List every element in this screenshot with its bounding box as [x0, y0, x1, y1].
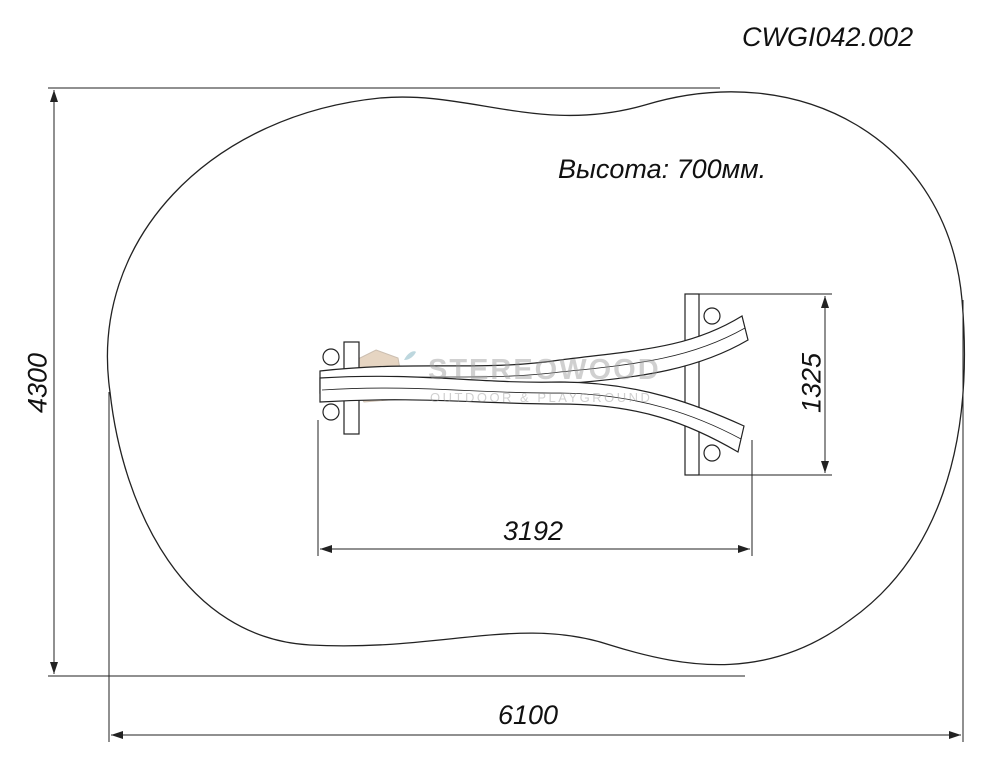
right-top-post-icon — [703, 307, 721, 325]
height-note: Высота: 700мм. — [558, 154, 767, 184]
watermark-brand: STEREOWOOD — [428, 354, 661, 386]
right-bottom-post-icon — [703, 444, 721, 462]
overall-depth-label: 4300 — [22, 352, 53, 414]
extension-lines — [48, 87, 964, 742]
left-bottom-post-icon — [322, 403, 340, 421]
overall-width-label: 6100 — [498, 700, 559, 730]
drawing-code: CWGI042.002 — [742, 22, 914, 52]
balance-beam-item — [319, 293, 749, 476]
item-width-label: 1325 — [796, 352, 827, 414]
watermark-tagline: OUTDOOR & PLAYGROUND — [430, 390, 653, 405]
safety-zone-outline — [106, 91, 965, 666]
left-top-post-icon — [322, 348, 340, 366]
item-length-label: 3192 — [503, 516, 564, 546]
lower-beam — [319, 375, 745, 453]
right-support-plate — [684, 293, 700, 476]
